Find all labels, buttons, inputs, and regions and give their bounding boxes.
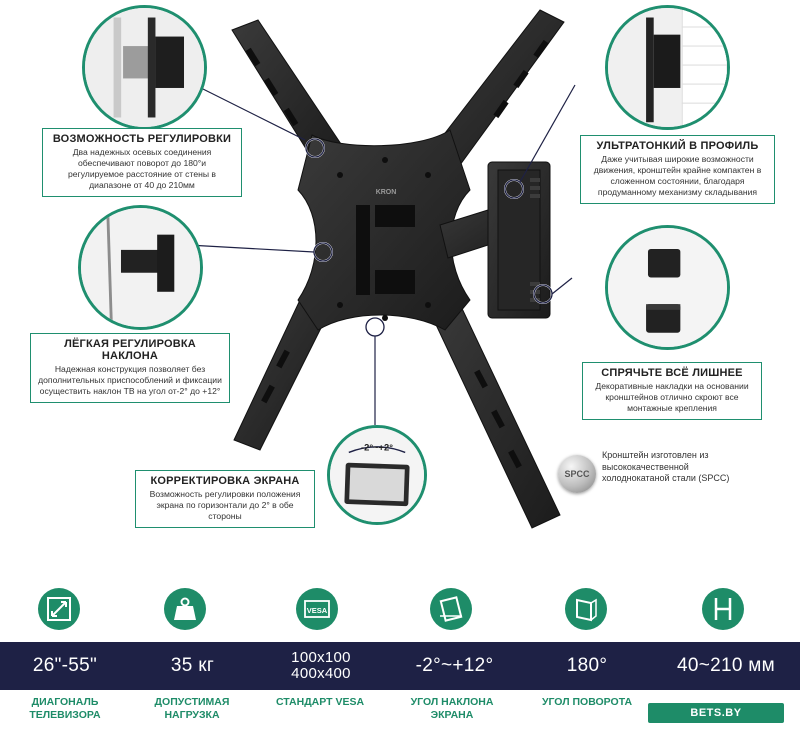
tilt-icon <box>430 588 472 630</box>
spec-distance-value: 40~210 мм <box>676 655 776 676</box>
spec-icons-row: VESA <box>0 588 800 642</box>
caption-text: Надежная конструкция позволяет без допол… <box>38 364 222 396</box>
watermark-logo: BETS.BY <box>648 703 784 723</box>
spec-vesa-line2: 400x400 <box>291 665 351 682</box>
vesa-icon: VESA <box>296 588 338 630</box>
caption-slim-profile: УЛЬТРАТОНКИЙ В ПРОФИЛЬ Даже учитывая шир… <box>580 135 775 204</box>
caption-title: КОРРЕКТИРОВКА ЭКРАНА <box>150 475 300 487</box>
center-plate <box>297 129 471 331</box>
spec-vesa-label: СТАНДАРТ VESA <box>275 696 365 708</box>
caption-title: УЛЬТРАТОНКИЙ В ПРОФИЛЬ <box>596 140 759 152</box>
arm-bottom-left <box>233 299 327 451</box>
caption-title: ВОЗМОЖНОСТЬ РЕГУЛИРОВКИ <box>52 133 232 145</box>
vesa-icon-label: VESA <box>307 606 328 615</box>
spec-diagonal-label: ДИАГОНАЛЬ ТЕЛЕВИЗОРА <box>29 696 101 721</box>
spec-vesa-line1: 100x100 <box>291 649 351 666</box>
spec-load-label: ДОПУСТИМАЯ НАГРУЗКА <box>154 696 230 721</box>
caption-text: Даже учитывая широкие возможности движен… <box>593 154 762 197</box>
detail-screen-level: -2°~+2° <box>327 425 427 525</box>
diagonal-icon <box>38 588 80 630</box>
detail-tilt <box>78 205 203 330</box>
caption-adjustability: ВОЗМОЖНОСТЬ РЕГУЛИРОВКИ Два надежных осе… <box>42 128 242 197</box>
spec-vesa-value: 100x100 400x400 <box>255 642 387 690</box>
caption-hide-mounting: СПРЯЧЬТЕ ВСЁ ЛИШНЕЕ Декоративные накладк… <box>582 362 762 420</box>
detail-cover-caps <box>605 225 730 350</box>
caption-title: ЛЁГКАЯ РЕГУЛИРОВКА НАКЛОНА <box>64 338 196 362</box>
spec-labels-row: ДИАГОНАЛЬ ТЕЛЕВИЗОРА ДОПУСТИМАЯ НАГРУЗКА… <box>0 692 800 736</box>
caption-title: СПРЯЧЬТЕ ВСЁ ЛИШНЕЕ <box>601 367 743 379</box>
spec-load-value: 35 кг <box>170 655 215 676</box>
caption-text: Декоративные накладки на основании кронш… <box>595 381 749 413</box>
spec-tilt-value: -2°~+12° <box>415 655 494 676</box>
caption-screen-correction: КОРРЕКТИРОВКА ЭКРАНА Возможность регулир… <box>135 470 315 528</box>
screen-angle-label: -2°~+2° <box>361 442 393 453</box>
product-stage: KRON <box>30 5 775 529</box>
spec-tilt-label: УГОЛ НАКЛОНА ЭКРАНА <box>410 696 494 721</box>
spec-swivel-label: УГОЛ ПОВОРОТА <box>541 696 633 708</box>
weight-icon <box>164 588 206 630</box>
distance-icon <box>702 588 744 630</box>
spec-values-band: 26"-55" 35 кг 100x100 400x400 -2°~+12° 1… <box>0 642 800 690</box>
detail-swivel-joints <box>82 5 207 130</box>
spec-swivel-value: 180° <box>566 655 608 676</box>
detail-slim-profile <box>605 5 730 130</box>
caption-text: Два надежных осевых соединения обеспечив… <box>68 147 216 190</box>
spcc-note: Кронштейн изготовлен из высококачественн… <box>602 450 730 483</box>
swivel-icon <box>565 588 607 630</box>
caption-text: Возможность регулировки положения экрана… <box>149 489 301 521</box>
spcc-badge-icon: SPCC <box>558 455 596 493</box>
spec-diagonal-value: 26"-55" <box>32 655 98 676</box>
wall-bracket-illustration: KRON <box>231 9 565 529</box>
brand-logo: KRON <box>376 189 397 196</box>
caption-tilt: ЛЁГКАЯ РЕГУЛИРОВКА НАКЛОНА Надежная конс… <box>30 333 230 403</box>
